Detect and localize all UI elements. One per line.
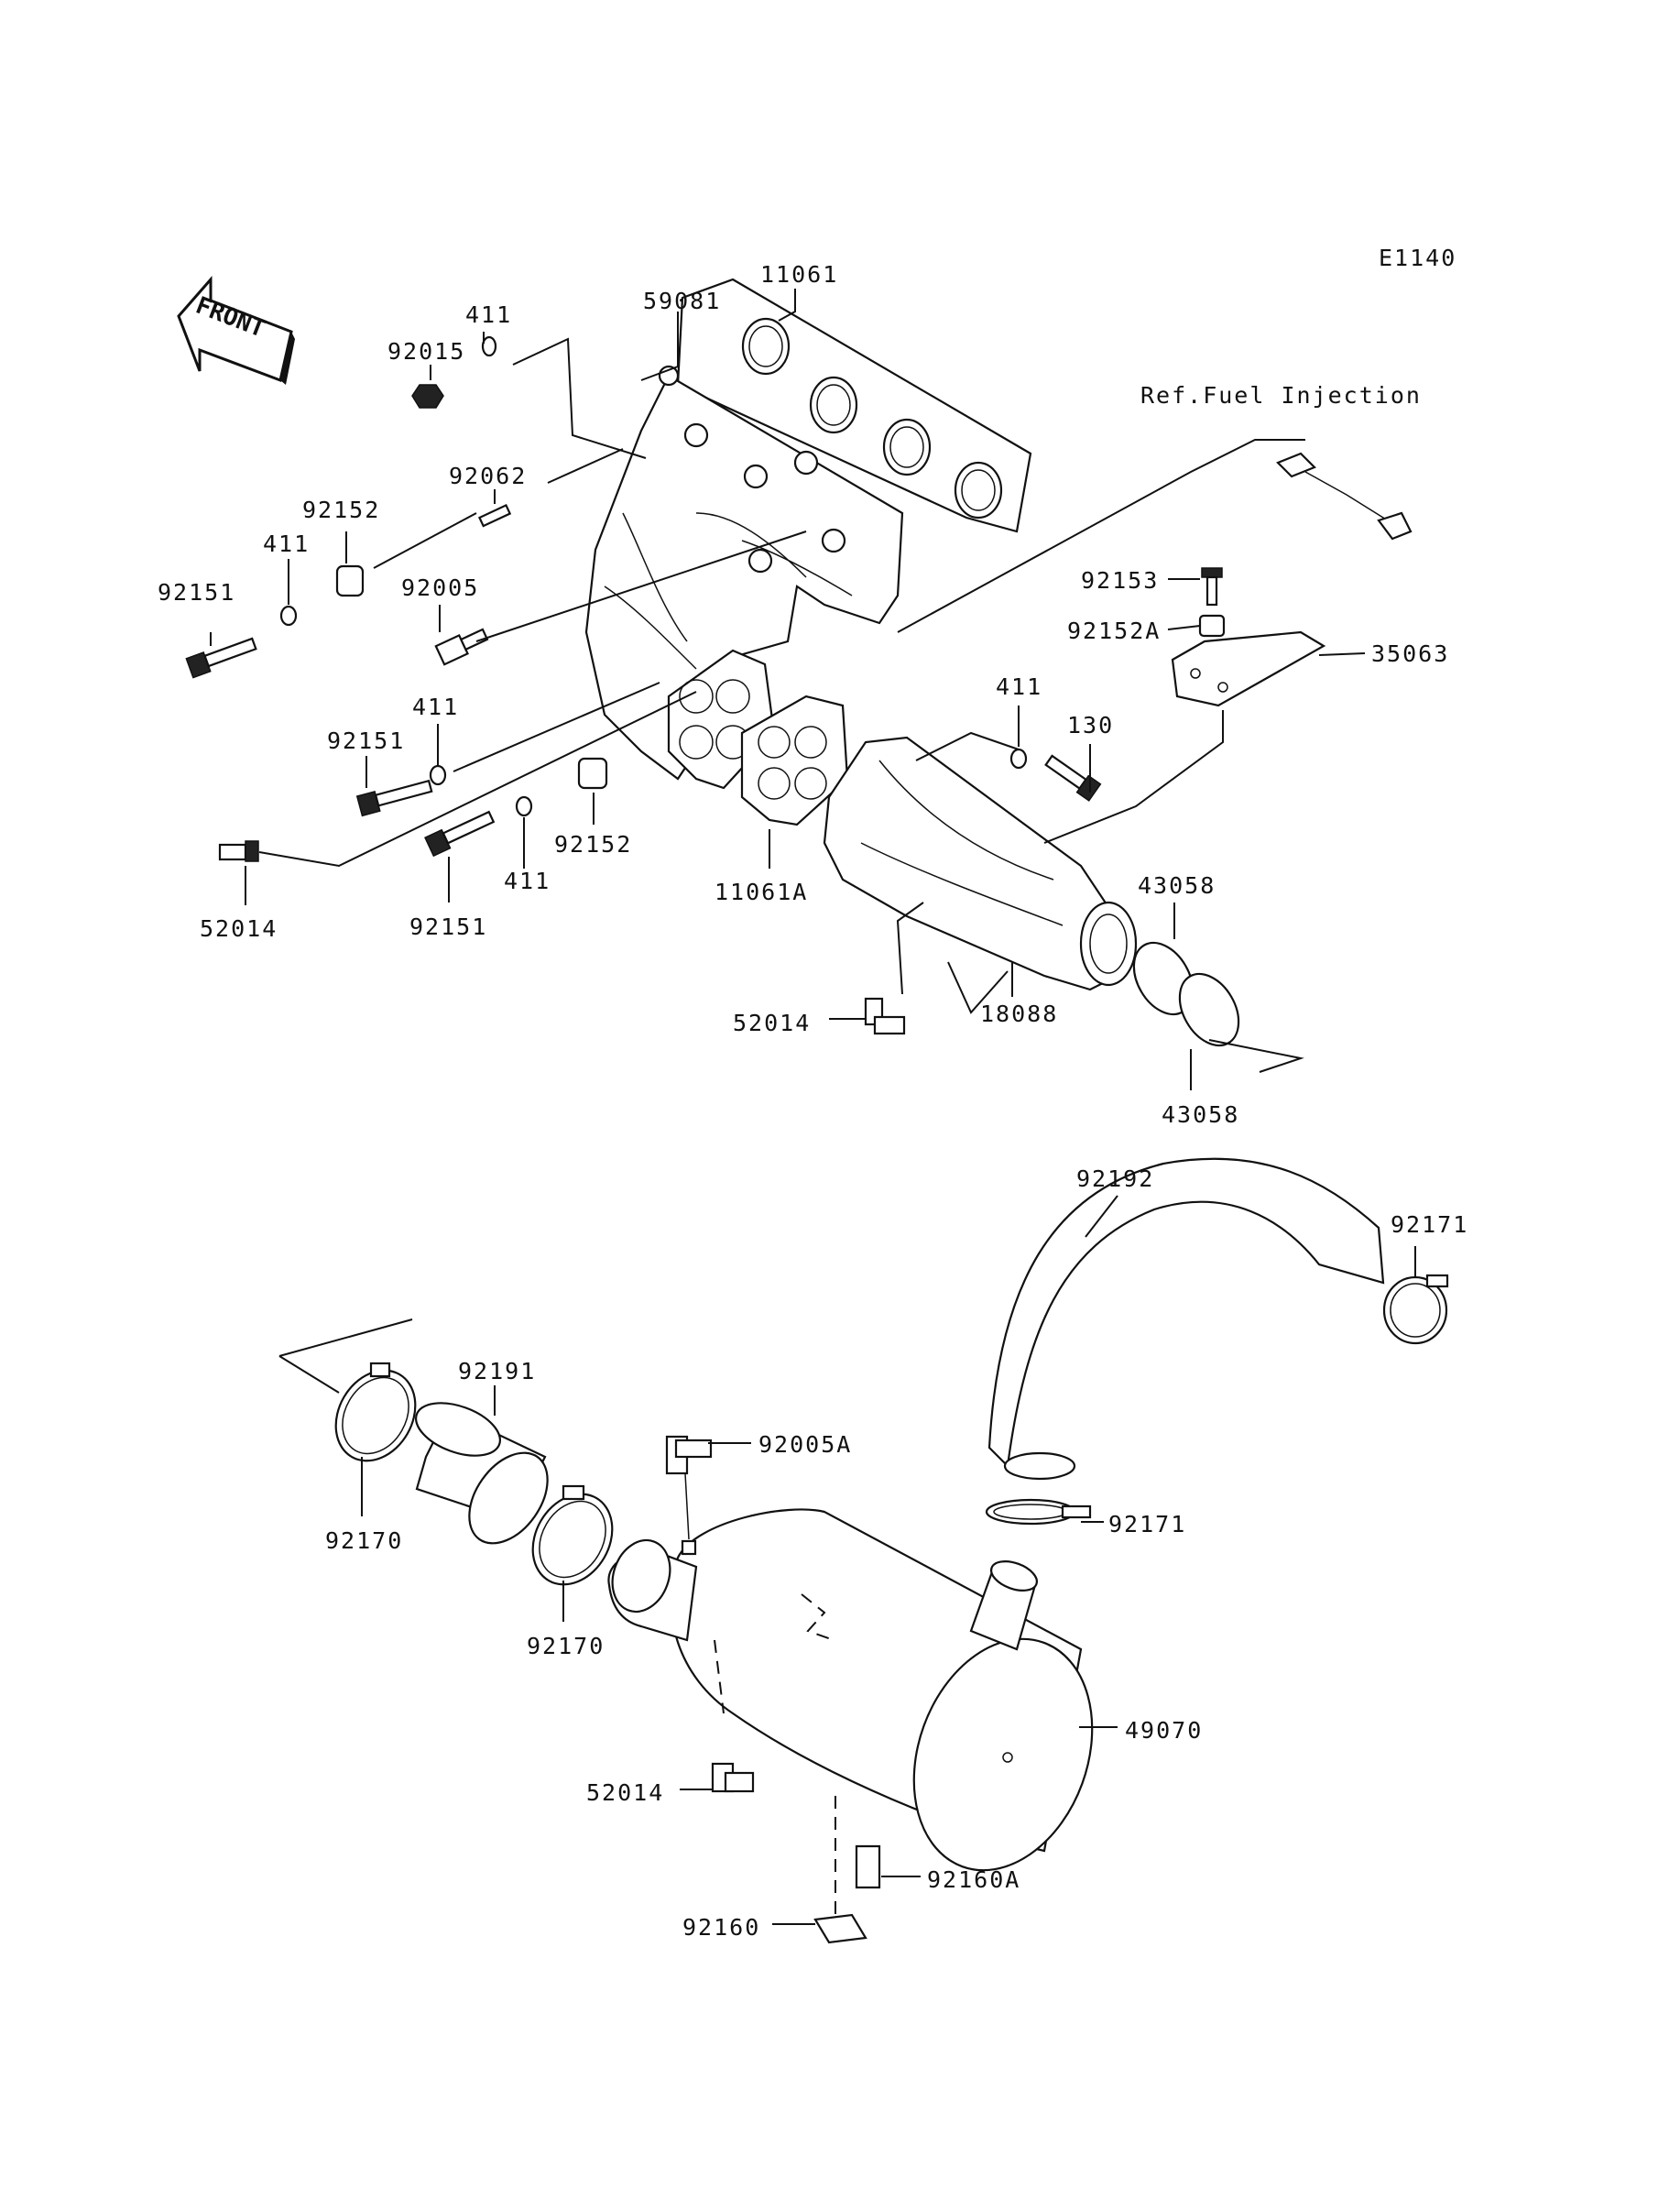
leader-lines (210, 289, 1416, 1925)
fitting-52014-bottom (711, 1762, 755, 1793)
stud-92062 (477, 504, 512, 528)
bolt-130 (1044, 754, 1102, 802)
collar-92152A (1198, 614, 1226, 638)
label-92170-mid: 92170 (527, 1633, 605, 1659)
fitting-52014-left (218, 840, 259, 862)
label-52014-bottom: 52014 (586, 1779, 664, 1806)
label-11061A: 11061A (715, 879, 808, 905)
label-92005A: 92005A (758, 1431, 852, 1458)
label-92152-left: 92152 (302, 497, 380, 523)
label-18088: 18088 (980, 1001, 1058, 1027)
label-52014-left: 52014 (200, 915, 278, 942)
bracket-35063 (1171, 630, 1326, 707)
clamp-92170-left (334, 1362, 417, 1462)
bolt-92153 (1201, 567, 1223, 607)
exhaust-manifold-59081 (584, 365, 904, 781)
label-92152-low: 92152 (554, 831, 632, 858)
label-411-left: 411 (263, 531, 310, 557)
label-92160A: 92160A (927, 1866, 1020, 1893)
label-92062: 92062 (449, 463, 527, 489)
label-43058-bottom: 43058 (1162, 1101, 1239, 1128)
label-92171-top: 92171 (1391, 1211, 1468, 1238)
fitting-92005 (434, 628, 489, 666)
bolt-92151-low (424, 810, 496, 858)
bolt-92151-left (185, 637, 257, 679)
hose-92192-end (1003, 1451, 1076, 1481)
nut-92015 (411, 384, 444, 409)
fuel-injection-sensor (1276, 452, 1413, 541)
washer-411-low (515, 795, 533, 817)
label-92170-left: 92170 (325, 1527, 403, 1554)
clamp-92170-mid (531, 1484, 614, 1586)
fitting-92005A (665, 1435, 713, 1556)
label-92005: 92005 (401, 574, 479, 601)
label-92152A: 92152A (1067, 618, 1161, 644)
label-92151-mid: 92151 (327, 728, 405, 754)
label-92192: 92192 (1076, 1165, 1154, 1192)
washer-411-mid (429, 764, 447, 786)
muffler-49070 (607, 1508, 1094, 1872)
label-59081: 59081 (643, 288, 721, 314)
front-arrow-icon: FRONT (177, 276, 295, 385)
label-35063: 35063 (1371, 640, 1449, 667)
fitting-52014-mid (864, 997, 906, 1035)
collar-92152-left (335, 564, 365, 597)
gasket-11061A (740, 695, 849, 826)
label-411-mid: 411 (412, 694, 459, 720)
label-92153: 92153 (1081, 567, 1159, 594)
gasket-11061 (676, 278, 1032, 533)
bolt-92151-mid (355, 779, 433, 817)
label-92015: 92015 (387, 338, 465, 365)
label-92151-left: 92151 (158, 579, 235, 606)
label-411-right: 411 (996, 673, 1042, 700)
label-130: 130 (1067, 712, 1114, 738)
label-43058-top: 43058 (1138, 872, 1216, 899)
washer-411-top (481, 335, 497, 357)
clamp-92171-mid (985, 1498, 1092, 1526)
label-fuel-injection-ref: Ref.Fuel Injection (1140, 382, 1422, 409)
label-92171-mid: 92171 (1108, 1511, 1186, 1537)
washer-411-left (279, 605, 298, 627)
label-411-low: 411 (504, 868, 551, 894)
label-92151-low: 92151 (409, 914, 487, 940)
hose-92192 (987, 1157, 1385, 1469)
pad-92160A (855, 1844, 881, 1889)
clamp-92171-top (1382, 1274, 1449, 1345)
label-92160: 92160 (682, 1914, 760, 1941)
washer-411-right (1009, 748, 1028, 770)
collar-92152-low (577, 757, 608, 790)
label-52014-mid: 52014 (733, 1010, 811, 1036)
label-92191: 92191 (458, 1358, 536, 1384)
label-11061: 11061 (760, 261, 838, 288)
label-49070: 49070 (1125, 1717, 1203, 1744)
label-411-top: 411 (465, 301, 512, 328)
pad-92160 (813, 1913, 867, 1944)
diagram-code: E1140 (1379, 245, 1456, 271)
sleeve-92191 (414, 1402, 549, 1545)
exhaust-pipe-18088 (823, 736, 1138, 991)
